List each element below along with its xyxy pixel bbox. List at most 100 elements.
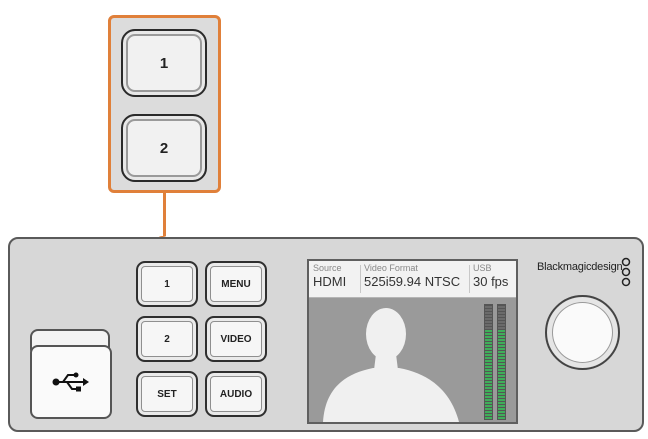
audio-meter-segment [485, 393, 492, 395]
audio-meter-segment [498, 357, 505, 359]
lcd-source: Source HDMI [313, 263, 346, 290]
person-silhouette-icon [323, 304, 506, 422]
audio-meter-segment [498, 333, 505, 335]
audio-meter-segment [498, 330, 505, 332]
audio-meter-segment [498, 363, 505, 365]
brand-logo-text: Blackmagicdesign [537, 261, 623, 273]
audio-meter-segment [498, 417, 505, 419]
lcd-usb-value: 30 fps [473, 274, 509, 289]
audio-meter-segment [498, 342, 505, 344]
panel-button-1[interactable]: 1 [136, 261, 198, 307]
audio-meter-segment [485, 345, 492, 347]
audio-meter-segment [485, 336, 492, 338]
menu-button[interactable]: MENU [205, 261, 267, 307]
audio-meter-segment [485, 405, 492, 407]
audio-meter-segment [498, 309, 505, 311]
audio-meter-segment [485, 306, 492, 308]
audio-meter-segment [485, 312, 492, 314]
audio-meter-segment [485, 384, 492, 386]
audio-meter-segment [498, 312, 505, 314]
audio-meter-segment [498, 384, 505, 386]
audio-meter-segment [498, 348, 505, 350]
audio-meter-segment [485, 381, 492, 383]
audio-meter-segment [498, 375, 505, 377]
brand-circles-icon [621, 257, 631, 287]
audio-meter-segment [498, 315, 505, 317]
lcd-divider [469, 265, 470, 293]
audio-meter-segment [498, 327, 505, 329]
audio-meter-segment [498, 366, 505, 368]
audio-meter-segment [498, 318, 505, 320]
lcd-usb-label: USB [473, 263, 492, 273]
lcd-source-value: HDMI [313, 274, 347, 289]
callout-zoom-panel: 1 2 [108, 15, 221, 193]
audio-meter-segment [485, 327, 492, 329]
audio-meter-segment [498, 324, 505, 326]
audio-meter-segment [485, 324, 492, 326]
audio-meter-segment [485, 375, 492, 377]
audio-meter-segment [498, 321, 505, 323]
rotary-knob[interactable] [545, 295, 620, 370]
audio-meter-segment [485, 348, 492, 350]
device-front-panel: 1 MENU 2 VIDEO SET AUDIO Source HDMI Vid… [8, 237, 644, 432]
audio-meter-segment [485, 321, 492, 323]
audio-meter-segment [485, 399, 492, 401]
lcd-video-format: Video Format 525i59.94 NTSC [364, 263, 460, 290]
audio-meter-segment [485, 351, 492, 353]
audio-meter-segment [498, 339, 505, 341]
audio-meter-segment [485, 396, 492, 398]
usb-port[interactable] [30, 329, 112, 419]
lcd-divider [360, 265, 361, 293]
audio-meter-segment [485, 372, 492, 374]
set-button[interactable]: SET [136, 371, 198, 417]
zoom-button-2[interactable]: 2 [121, 114, 207, 182]
audio-meter-segment [498, 390, 505, 392]
lcd-source-label: Source [313, 263, 342, 273]
usb-port-cover [30, 345, 112, 419]
audio-meter-segment [498, 378, 505, 380]
audio-meter-segment [485, 363, 492, 365]
audio-meter-segment [485, 387, 492, 389]
audio-meter-segment [485, 366, 492, 368]
audio-meter-segment [485, 411, 492, 413]
audio-meter-segment [498, 405, 505, 407]
audio-meter-segment [498, 351, 505, 353]
audio-meter-segment [498, 396, 505, 398]
audio-meter-segment [498, 387, 505, 389]
audio-meter-segment [485, 360, 492, 362]
audio-meter-segment [498, 336, 505, 338]
lcd-status-bar: Source HDMI Video Format 525i59.94 NTSC … [309, 261, 516, 298]
lcd-video-preview [309, 298, 516, 422]
audio-button[interactable]: AUDIO [205, 371, 267, 417]
zoom-button-1[interactable]: 1 [121, 29, 207, 97]
audio-meter-segment [485, 402, 492, 404]
callout-connector-line [163, 190, 166, 236]
video-button[interactable]: VIDEO [205, 316, 267, 362]
audio-meter-segment [498, 360, 505, 362]
audio-meter-segment [485, 330, 492, 332]
lcd-usb: USB 30 fps [473, 263, 508, 290]
audio-meter-segment [498, 408, 505, 410]
lcd-format-value: 525i59.94 NTSC [364, 274, 461, 289]
audio-meter-segment [485, 390, 492, 392]
lcd-format-label: Video Format [364, 263, 418, 273]
audio-meter-segment [485, 342, 492, 344]
audio-meter-segment [485, 357, 492, 359]
audio-meter-segment [498, 399, 505, 401]
audio-meter-segment [498, 393, 505, 395]
usb-icon [52, 372, 89, 392]
audio-meter-segment [498, 414, 505, 416]
audio-meter-segment [485, 378, 492, 380]
audio-meter-segment [498, 306, 505, 308]
panel-button-2[interactable]: 2 [136, 316, 198, 362]
audio-meter-segment [485, 315, 492, 317]
audio-meter-segment [485, 417, 492, 419]
audio-meter-segment [485, 354, 492, 356]
audio-meter-segment [485, 309, 492, 311]
audio-meter-segment [498, 345, 505, 347]
audio-meter-segment [485, 333, 492, 335]
audio-meter-segment [498, 369, 505, 371]
audio-meter-segment [485, 414, 492, 416]
audio-meter-segment [485, 369, 492, 371]
audio-meter-segment [485, 339, 492, 341]
